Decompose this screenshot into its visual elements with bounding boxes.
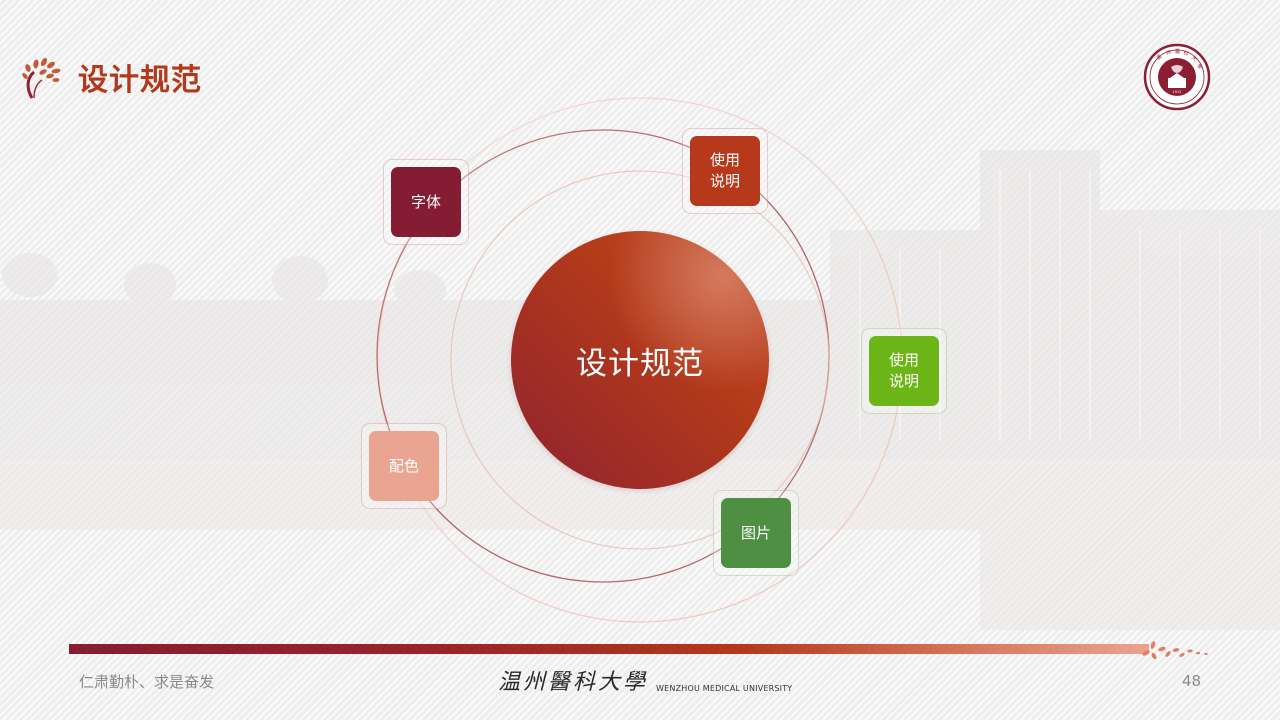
node-image[interactable]: 图片 bbox=[721, 498, 791, 568]
svg-text:醫: 醫 bbox=[1175, 49, 1180, 55]
node-usage-2-frame: 使用 说明 bbox=[861, 328, 947, 414]
footer-motto: 仁肃勤朴、求是奋发 bbox=[79, 673, 215, 691]
svg-text:州: 州 bbox=[1166, 50, 1173, 57]
leaf-sprig-icon bbox=[1142, 641, 1208, 660]
svg-text:温: 温 bbox=[1155, 53, 1163, 62]
node-image-label: 图片 bbox=[740, 523, 771, 542]
node-color-scheme[interactable]: 配色 bbox=[369, 431, 439, 501]
node-font[interactable]: 字体 bbox=[391, 167, 461, 237]
svg-text:學: 學 bbox=[1195, 63, 1204, 71]
university-name-en: WENZHOU MEDICAL UNIVERSITY bbox=[656, 684, 793, 693]
node-usage-2-label: 使用 说明 bbox=[888, 351, 919, 390]
node-font-label: 字体 bbox=[410, 192, 441, 211]
svg-text:科: 科 bbox=[1182, 49, 1189, 57]
wheat-leaf-logo-icon bbox=[22, 57, 61, 99]
node-usage-instructions-1[interactable]: 使用 说明 bbox=[690, 136, 760, 206]
node-usage-1-label: 使用 说明 bbox=[709, 151, 740, 190]
footer-university-logotype: 温州醫科大學 WENZHOU MEDICAL UNIVERSITY bbox=[498, 664, 792, 696]
node-font-frame: 字体 bbox=[383, 159, 469, 245]
footer-gradient-bar bbox=[69, 644, 1149, 654]
slide-header: 设计规范 bbox=[18, 52, 202, 102]
center-hub-circle[interactable]: 设计规范 bbox=[511, 231, 769, 489]
page-title: 设计规范 bbox=[78, 63, 202, 98]
university-name-cn: 温州醫科大學 bbox=[498, 670, 649, 695]
node-usage-1-frame: 使用 说明 bbox=[682, 128, 768, 214]
svg-text:1912: 1912 bbox=[1173, 90, 1182, 94]
node-color-label: 配色 bbox=[388, 456, 419, 475]
svg-text:大: 大 bbox=[1190, 54, 1198, 63]
page-number: 48 bbox=[1182, 672, 1202, 690]
center-hub-label: 设计规范 bbox=[576, 345, 704, 382]
node-color-frame: 配色 bbox=[361, 423, 447, 509]
university-seal-icon: 1912 温 州 醫 科 大 學 bbox=[1143, 43, 1211, 111]
node-image-frame: 图片 bbox=[713, 490, 799, 576]
node-usage-instructions-2[interactable]: 使用 说明 bbox=[869, 336, 939, 406]
